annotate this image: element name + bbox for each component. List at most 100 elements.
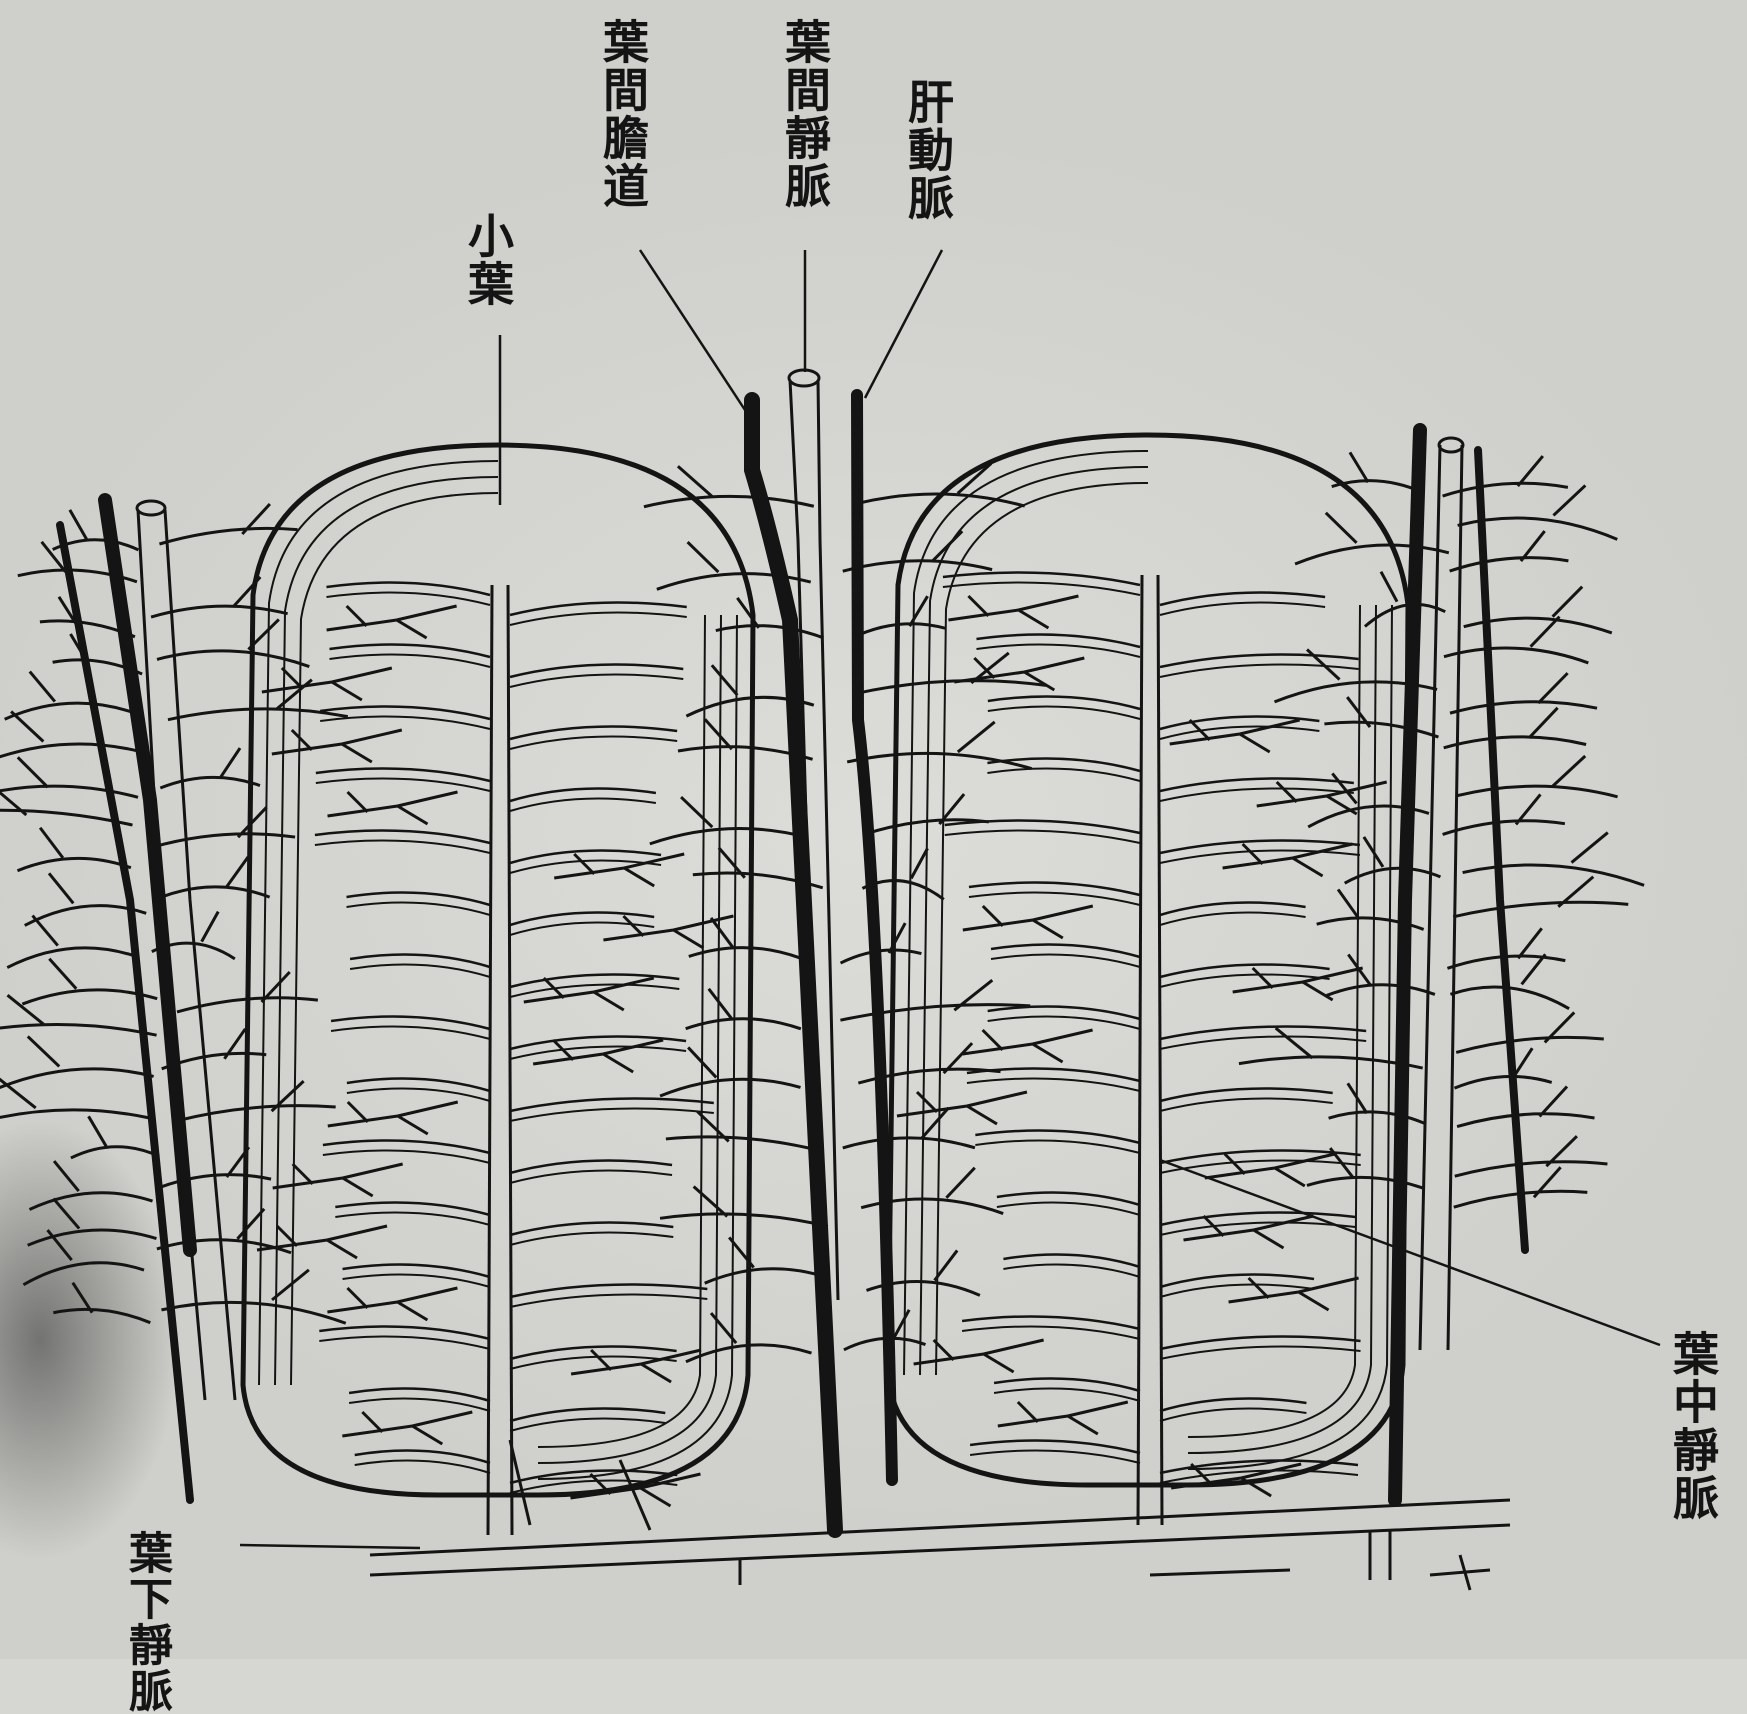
sinusoid-branch [510, 1047, 686, 1060]
vessel-twig [0, 1078, 149, 1128]
leader-central-vein [1160, 1160, 1660, 1345]
sinusoid-branch [510, 1171, 672, 1184]
vessel-twig [1327, 954, 1435, 995]
sinusoid-branch [988, 707, 1140, 720]
sinusoid-branch [987, 769, 1140, 782]
lobule-outline [243, 445, 753, 1495]
vessel-twig [1450, 673, 1597, 713]
sinusoid-branch [323, 1151, 490, 1164]
vessel-twig [23, 1230, 144, 1285]
vein-right-opening [1439, 438, 1463, 452]
vessel-twig [840, 980, 1030, 1020]
arteriole-twig [272, 730, 402, 762]
vessel-twig [0, 1036, 154, 1088]
sinusoid-branch [326, 593, 490, 606]
sinusoid-branch [343, 1275, 490, 1288]
sinusoid-branch [510, 1295, 707, 1308]
vessel-twig [1295, 513, 1449, 564]
arteriole-twig [998, 1402, 1128, 1434]
vein-right-wall [1448, 445, 1462, 1350]
leader-sublobular-vein [240, 1545, 420, 1548]
vessel-twig [1456, 1012, 1604, 1052]
arteriole-twig [914, 1340, 1044, 1372]
vessel-twig [1444, 708, 1586, 748]
liver-lobule-diagram [0, 0, 1747, 1659]
arteriole-twig [963, 906, 1093, 938]
sinusoid-branch [976, 645, 1140, 658]
vessel-twig [5, 672, 131, 720]
sinusoid-branch [349, 1399, 490, 1412]
interlobular-bile-duct-vessel [752, 400, 835, 1530]
sublobular-vein-wall [370, 1500, 1510, 1555]
central-vein-wall [1138, 575, 1142, 1525]
arteriole-twig [897, 1092, 1027, 1124]
arteriole-twig [963, 1030, 1093, 1062]
sinusoid-branch [1160, 789, 1354, 802]
sinusoid-branch [510, 1419, 665, 1432]
sinusoid-branch [350, 965, 490, 978]
vein-left-opening [137, 501, 165, 515]
sinusoid-branch [975, 1141, 1140, 1154]
sinusoid-branch [315, 841, 490, 854]
vessel-twig [1239, 1028, 1423, 1068]
lobule-layer-line [291, 493, 498, 1385]
vein-right-wall [1420, 445, 1440, 1350]
vessel-twig [1455, 1136, 1608, 1176]
arteriole-twig [273, 1164, 403, 1196]
vessel-twig [1453, 877, 1628, 917]
bile-duct-left [105, 500, 190, 1250]
central-vein-wall [488, 585, 492, 1535]
vessel-twig [650, 797, 806, 844]
label-interlobular-bile-duct: 葉間膽道 [600, 18, 646, 210]
sinusoid-branch [316, 779, 490, 792]
central-vein-wall [508, 585, 512, 1535]
vessel-twig [28, 1199, 157, 1246]
sinusoid-branch [1160, 1409, 1306, 1422]
vessel-twig [0, 995, 157, 1035]
vessel-twig [1444, 617, 1588, 663]
vessel-twig [29, 1161, 152, 1209]
sinusoid-branch [988, 1017, 1140, 1030]
label-interlobular-vein: 葉間靜脈 [782, 18, 828, 210]
arteriole-twig [954, 658, 1084, 690]
arteriole-twig [1233, 968, 1363, 1000]
arteriole-twig [1229, 1278, 1359, 1310]
sinusoid-branch [331, 1027, 490, 1040]
arteriole-twig [342, 1412, 472, 1444]
arteriole-twig [1205, 1154, 1335, 1186]
arteriole-twig [328, 1102, 458, 1134]
leader-hepatic-artery [865, 250, 942, 398]
vessel-twig [1463, 833, 1644, 886]
sublobular-vein-branch [740, 1530, 1390, 1585]
sinusoid-branch [1003, 1265, 1140, 1278]
vessel-twig [705, 1237, 827, 1283]
arteriole-twig [570, 1474, 700, 1506]
vessel-twig [856, 596, 946, 636]
sinusoid-branch [945, 831, 1140, 844]
arteriole-twig [1170, 720, 1300, 752]
arteriole-twig [1223, 844, 1353, 876]
sublobular-vein-wall [370, 1525, 1510, 1575]
label-central-vein: 葉中靜脈 [1670, 1330, 1716, 1522]
sinusoid-branch [510, 613, 687, 626]
vein-left-wall [165, 510, 235, 1400]
sinusoid-branch [347, 1089, 490, 1102]
vessel-twig [157, 619, 309, 666]
vessel-twig [161, 1270, 345, 1323]
left-lobule [243, 445, 753, 1535]
vessel-twig [53, 510, 139, 550]
vessel-twig [843, 531, 992, 571]
vessel-twig [160, 748, 260, 788]
sinusoid-branch [355, 1461, 490, 1474]
arteriole-twig [524, 978, 654, 1010]
vessel-twig [1450, 531, 1569, 571]
interlobular-vein-opening [789, 370, 819, 386]
sinusoid-branch [969, 893, 1140, 906]
arteriole-twig [948, 596, 1078, 628]
vessel-twig [157, 1209, 291, 1253]
vessel-twig [857, 463, 1025, 506]
vessel-twig [1329, 1083, 1425, 1123]
artery-right [1478, 450, 1525, 1250]
sinusoid-branch [962, 1327, 1140, 1340]
vessel-twig [666, 1111, 823, 1151]
